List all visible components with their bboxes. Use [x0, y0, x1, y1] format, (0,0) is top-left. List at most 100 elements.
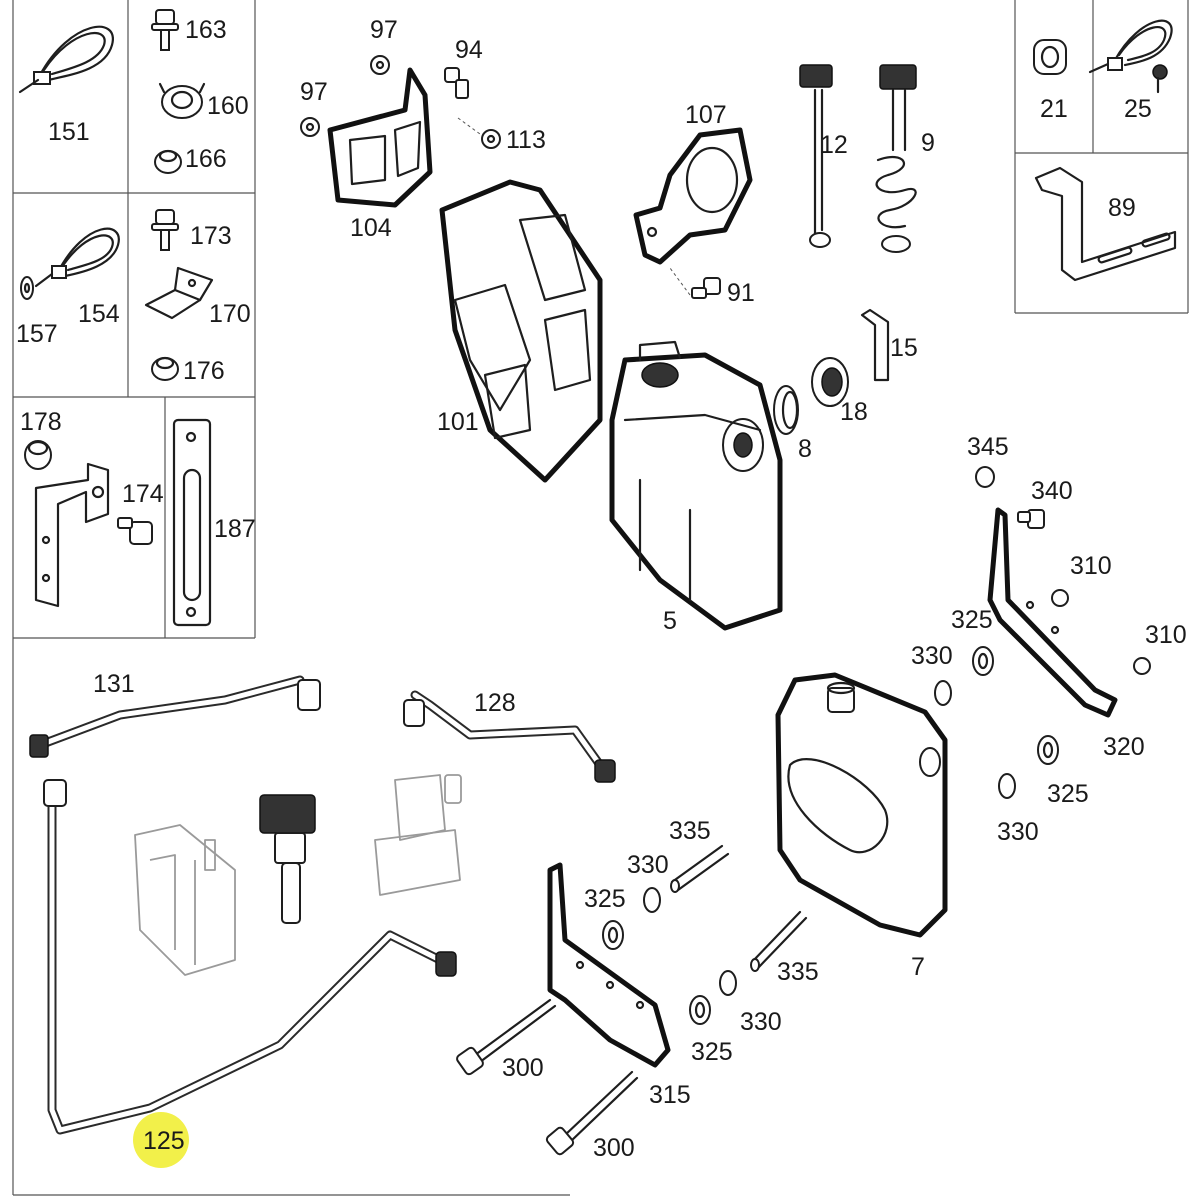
callout-21[interactable]: 21	[1040, 95, 1068, 123]
bolt-173-icon	[151, 209, 179, 251]
callout-300b[interactable]: 300	[593, 1134, 635, 1162]
callout-166[interactable]: 166	[185, 145, 227, 173]
hose-15-icon	[860, 308, 890, 382]
bracket-104-icon	[327, 67, 433, 208]
callout-163[interactable]: 163	[185, 16, 227, 44]
cable-tie-151-icon	[18, 25, 114, 94]
washer-325b-icon	[1037, 735, 1059, 765]
callout-154[interactable]: 154	[78, 300, 120, 328]
callout-173[interactable]: 173	[190, 222, 232, 250]
washer-330d-icon	[719, 970, 737, 996]
pipe-128-icon	[403, 690, 616, 783]
bracket-170-icon	[144, 266, 214, 320]
tank-5-icon	[609, 340, 783, 631]
pipe-131-icon	[29, 675, 321, 758]
washer-97b-icon	[300, 117, 320, 137]
callout-107[interactable]: 107	[685, 101, 727, 129]
callout-325a[interactable]: 325	[951, 606, 993, 634]
callout-300a[interactable]: 300	[502, 1054, 544, 1082]
washer-330a-icon	[934, 680, 952, 706]
bracket-320-icon	[987, 507, 1118, 718]
grommet-178-icon	[24, 440, 52, 470]
valve-unit-gray-icon	[374, 774, 462, 896]
callout-330c[interactable]: 330	[627, 851, 669, 879]
callout-345[interactable]: 345	[967, 433, 1009, 461]
callout-101[interactable]: 101	[437, 408, 479, 436]
callout-170[interactable]: 170	[209, 300, 251, 328]
callout-12[interactable]: 12	[820, 131, 848, 159]
frame-101-icon	[439, 179, 603, 483]
nut-113-icon	[457, 117, 501, 149]
bracket-89-icon	[1034, 166, 1177, 282]
callout-174[interactable]: 174	[122, 480, 164, 508]
bolt-91-icon	[669, 267, 721, 299]
callout-18[interactable]: 18	[840, 398, 868, 426]
callout-9[interactable]: 9	[921, 129, 935, 157]
callout-157[interactable]: 157	[16, 320, 58, 348]
clip-160-icon	[158, 82, 206, 119]
cable-tie-154-icon	[34, 227, 120, 288]
washer-345-icon	[975, 466, 995, 488]
cable-tie-25-icon	[1088, 19, 1173, 94]
callout-131[interactable]: 131	[93, 670, 135, 698]
bolt-163-icon	[151, 9, 179, 51]
callout-340[interactable]: 340	[1031, 477, 1073, 505]
callout-325c[interactable]: 325	[584, 885, 626, 913]
callout-325d[interactable]: 325	[691, 1038, 733, 1066]
callout-335a[interactable]: 335	[669, 817, 711, 845]
cap-18-icon	[811, 357, 849, 407]
callout-113[interactable]: 113	[506, 126, 546, 154]
callout-104[interactable]: 104	[350, 214, 392, 242]
callout-5[interactable]: 5	[663, 607, 677, 635]
grommet-176-icon	[151, 356, 179, 381]
heater-9-icon	[875, 64, 917, 253]
bolt-94-icon	[444, 67, 469, 99]
callout-315[interactable]: 315	[649, 1081, 691, 1109]
pin-335b-icon	[750, 910, 808, 972]
callout-178[interactable]: 178	[20, 408, 62, 436]
grommet-166-icon	[154, 149, 182, 174]
pump-unit-icon	[259, 794, 316, 924]
callout-335b[interactable]: 335	[777, 958, 819, 986]
callout-25[interactable]: 25	[1124, 95, 1152, 123]
callout-97a[interactable]: 97	[370, 16, 398, 44]
tank-7-icon	[775, 672, 948, 938]
washer-97a-icon	[370, 55, 390, 75]
highlight-marker	[133, 1112, 189, 1168]
callout-94[interactable]: 94	[455, 36, 483, 64]
callout-330d[interactable]: 330	[740, 1008, 782, 1036]
callout-325b[interactable]: 325	[1047, 780, 1089, 808]
callout-187[interactable]: 187	[214, 515, 256, 543]
washer-325a-icon	[972, 646, 994, 676]
callout-310b[interactable]: 310	[1145, 621, 1187, 649]
callout-160[interactable]: 160	[207, 92, 249, 120]
pipe-125-icon	[43, 779, 457, 1135]
callout-125[interactable]: 125	[143, 1127, 185, 1155]
callout-151[interactable]: 151	[48, 118, 90, 146]
washer-157-icon	[20, 276, 34, 300]
callout-8[interactable]: 8	[798, 435, 812, 463]
bracket-107-icon	[633, 127, 753, 265]
callout-89[interactable]: 89	[1108, 194, 1136, 222]
washer-325d-icon	[689, 995, 711, 1025]
sensor-12-icon	[799, 64, 833, 248]
heater-unit-gray-icon	[134, 824, 236, 976]
callout-7[interactable]: 7	[911, 953, 925, 981]
bolt-174-icon	[117, 517, 153, 545]
callout-330b[interactable]: 330	[997, 818, 1039, 846]
callout-176[interactable]: 176	[183, 357, 225, 385]
nut-310a-icon	[1051, 589, 1069, 607]
washer-330b-icon	[998, 773, 1016, 799]
callout-97b[interactable]: 97	[300, 78, 328, 106]
callout-91[interactable]: 91	[727, 279, 755, 307]
nut-310b-icon	[1133, 657, 1151, 675]
callout-310a[interactable]: 310	[1070, 552, 1112, 580]
pin-335a-icon	[670, 844, 730, 893]
callout-15[interactable]: 15	[890, 334, 918, 362]
callout-128[interactable]: 128	[474, 689, 516, 717]
callout-320[interactable]: 320	[1103, 733, 1145, 761]
bracket-174-icon	[34, 462, 110, 608]
callout-330a[interactable]: 330	[911, 642, 953, 670]
bolt-300a-icon	[456, 998, 557, 1076]
